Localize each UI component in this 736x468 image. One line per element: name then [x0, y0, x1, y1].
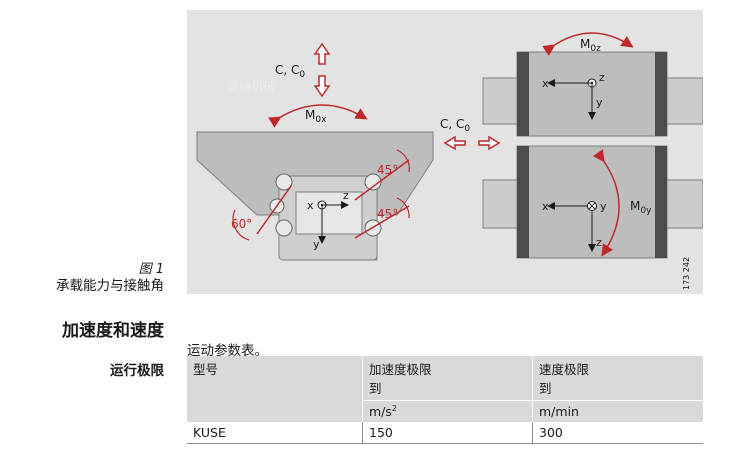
- figure-number: 图 1: [138, 262, 164, 277]
- axis-z-section: z: [343, 189, 349, 202]
- table-row: KUSE 150 300: [187, 422, 703, 445]
- label-moment-x: M0x: [305, 108, 327, 125]
- side-view-diagram: [482, 145, 703, 259]
- axis-x-section: x: [307, 199, 314, 212]
- axis-z-top: z: [599, 71, 605, 84]
- label-angle-upper: 45°: [377, 163, 398, 177]
- moment-x-arc: [268, 104, 368, 128]
- horizontal-load-arrows: [443, 135, 501, 151]
- axis-x-side: x: [542, 200, 549, 213]
- figure-caption: 承载能力与接触角: [56, 278, 164, 294]
- motion-parameters-table: 型号 加速度极限 到 速度极限 到 m/s2 m/min KUSE 150 30…: [187, 356, 703, 445]
- label-load: C, C0: [275, 63, 305, 80]
- label-load-horizontal: C, C0: [440, 117, 470, 134]
- subsection-heading: 运行极限: [110, 363, 164, 379]
- label-angle-60: 60°: [231, 217, 252, 231]
- cell-type: KUSE: [187, 422, 363, 445]
- top-view-diagram: [482, 32, 703, 137]
- drawing-id: 173 242: [682, 257, 691, 290]
- label-moment-z: M0z: [580, 37, 601, 54]
- cell-acceleration: 150: [362, 422, 533, 445]
- label-angle-lower: 45°: [377, 207, 398, 221]
- section-heading: 加速度和速度: [62, 321, 164, 341]
- cell-velocity: 300: [532, 422, 703, 445]
- header-type: 型号: [187, 356, 363, 401]
- load-capacity-figure: C, C0 M0x C, C0 M0z M0y 45° 45° 60° x z …: [187, 10, 703, 294]
- header-acceleration: 加速度极限 到: [362, 356, 533, 401]
- header-velocity: 速度极限 到: [532, 356, 703, 401]
- label-moment-y: M0y: [630, 199, 652, 216]
- carriage-cross-section: [196, 131, 434, 261]
- watermark: 凌纳机械: [227, 78, 275, 93]
- axis-y-top: y: [596, 96, 603, 109]
- axis-y-section: y: [313, 238, 320, 251]
- unit-type-empty: [187, 400, 363, 423]
- axis-x-top: x: [542, 77, 549, 90]
- axis-z-side: z: [596, 236, 602, 249]
- axis-y-side: y: [600, 200, 607, 213]
- table-title: 运动参数表。: [187, 343, 268, 359]
- unit-velocity: m/min: [532, 400, 703, 423]
- vertical-load-arrows: [313, 42, 331, 98]
- unit-acceleration: m/s2: [362, 400, 533, 423]
